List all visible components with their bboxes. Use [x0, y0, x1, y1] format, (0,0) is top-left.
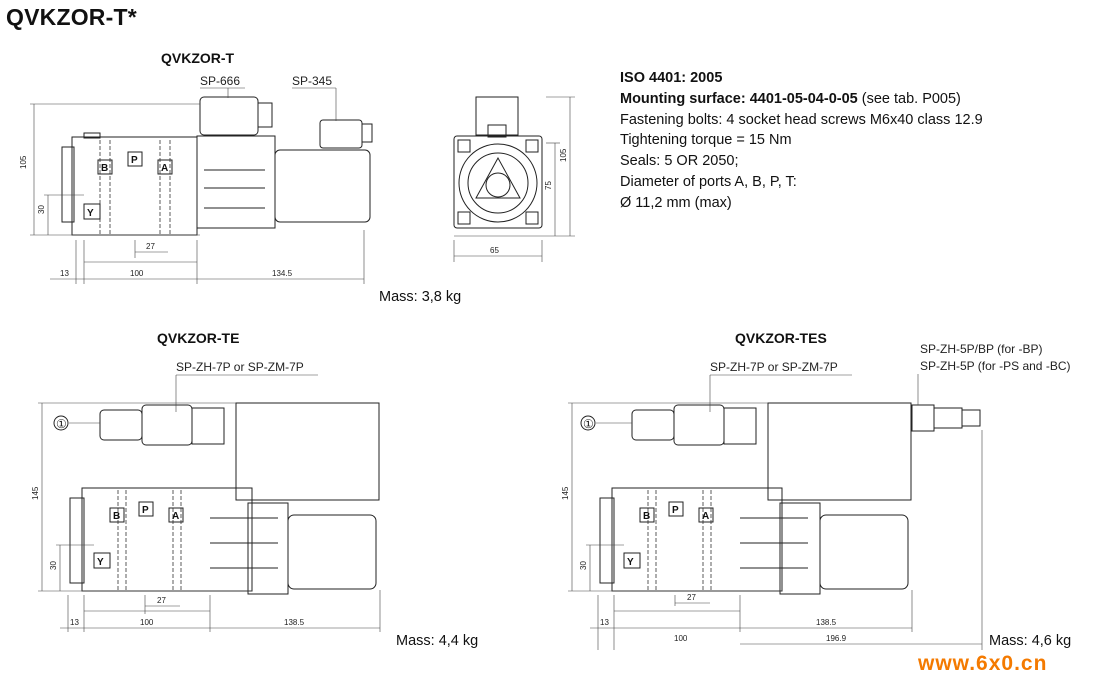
- driver-housing: [767, 402, 912, 501]
- port-label: A: [161, 163, 168, 174]
- dimension-label: 27: [146, 242, 155, 251]
- connector-sp666: [199, 96, 259, 136]
- solenoid-coil: [287, 514, 377, 590]
- dimension-label: 134.5: [272, 269, 293, 278]
- port-label: P: [672, 505, 679, 516]
- valve-body: [611, 487, 783, 592]
- page-title: QVKZOR-T*: [6, 4, 137, 30]
- figure-title-tes: QVKZOR-TES: [735, 330, 827, 346]
- dimension-label: 27: [687, 593, 696, 602]
- callout-connector: SP-ZH-7P or SP-ZM-7P: [710, 360, 838, 374]
- figure-title-t: QVKZOR-T: [161, 50, 235, 66]
- callout-connector: SP-ZH-5P (for -PS and -BC): [920, 359, 1070, 373]
- port-label: P: [131, 155, 138, 166]
- spec-port-diameter: Ø 11,2 mm (max): [620, 194, 732, 211]
- spec-mounting-label: Mounting surface: 4401-05-04-0-05: [620, 90, 858, 107]
- dimension-label: 145: [561, 486, 570, 500]
- dimension-label: 13: [60, 269, 69, 278]
- mass-te: Mass: 4,4 kg: [396, 633, 479, 649]
- dimension-label: 196.9: [826, 634, 847, 643]
- dimension-label: 27: [157, 596, 166, 605]
- dimension-label: 105: [19, 155, 28, 169]
- connector-5p: [911, 404, 935, 432]
- dimension-label: 65: [490, 246, 499, 255]
- callout-connector: SP-666: [200, 74, 240, 88]
- valve-body: [81, 487, 253, 592]
- drawing-t-front: 105 75 65: [453, 96, 575, 262]
- drawing-te: ① B P A Y SP-ZH-7P or SP-ZM-7P 145 30 27: [31, 360, 381, 632]
- callout-connector: SP-ZH-7P or SP-ZM-7P: [176, 360, 304, 374]
- callout-marker-label: ①: [583, 417, 594, 431]
- solenoid-coil: [274, 149, 371, 223]
- watermark-logo: www.6x0.cn: [918, 652, 1048, 675]
- dimension-label: 105: [559, 148, 568, 162]
- driver-housing: [235, 402, 380, 501]
- port-label: B: [643, 511, 650, 522]
- mass-t: Mass: 3,8 kg: [379, 289, 462, 305]
- port-label: A: [172, 511, 179, 522]
- connector-7p: [141, 404, 193, 446]
- dimension-label: 13: [70, 618, 79, 627]
- valve-front-body: [453, 135, 543, 229]
- figure-title-te: QVKZOR-TE: [157, 330, 240, 346]
- mass-tes: Mass: 4,6 kg: [989, 633, 1072, 649]
- port-label: Y: [97, 557, 104, 568]
- port-label: B: [101, 163, 108, 174]
- dimension-label: 138.5: [816, 618, 837, 627]
- dimension-label: 30: [49, 561, 58, 570]
- callout-marker: [580, 415, 596, 431]
- dimension-label: 75: [544, 181, 553, 190]
- drawing-tes: ① B P A Y SP-ZH-7P or SP-ZM-7P SP-ZH-5P/…: [561, 342, 1070, 650]
- port-label: B: [113, 511, 120, 522]
- dimension-label: 30: [37, 205, 46, 214]
- spec-iso: ISO 4401: 2005: [620, 70, 723, 86]
- port-label: P: [142, 505, 149, 516]
- solenoid-coil: [819, 514, 909, 590]
- drawing-t-side: B P A Y SP-666 SP-345 105 30 27 13 100 1…: [19, 74, 373, 284]
- dimension-label: 100: [130, 269, 144, 278]
- spec-fastening-bolts: Fastening bolts: 4 socket head screws M6…: [620, 111, 983, 128]
- dimension-label: 13: [600, 618, 609, 627]
- port-label: A: [702, 511, 709, 522]
- connector-7p: [673, 404, 725, 446]
- port-label: Y: [627, 557, 634, 568]
- dimension-label: 145: [31, 486, 40, 500]
- callout-connector: SP-ZH-5P/BP (for -BP): [920, 342, 1042, 356]
- callout-connector: SP-345: [292, 74, 332, 88]
- dimension-label: 100: [674, 634, 688, 643]
- dimension-label: 138.5: [284, 618, 305, 627]
- solenoid-housing: [196, 135, 276, 229]
- dimension-label: 100: [140, 618, 154, 627]
- callout-marker: [53, 415, 69, 431]
- body-lug: [83, 132, 101, 139]
- spec-mounting-surface: Mounting surface: 4401-05-04-0-05 (see t…: [620, 89, 983, 110]
- spec-torque: Tightening torque = 15 Nm: [620, 132, 792, 149]
- end-cap: [61, 146, 75, 223]
- spec-seals: Seals: 5 OR 2050;: [620, 153, 739, 170]
- spec-port-diameter-label: Diameter of ports A, B, P, T:: [620, 173, 797, 190]
- connector-sp345: [319, 119, 363, 149]
- callout-marker-label: ①: [56, 417, 67, 431]
- mounting-spec: ISO 4401: 2005 Mounting surface: 4401-05…: [620, 68, 983, 214]
- dimension-label: 30: [579, 561, 588, 570]
- spec-mounting-ref: (see tab. P005): [857, 90, 961, 107]
- port-label: Y: [87, 208, 94, 219]
